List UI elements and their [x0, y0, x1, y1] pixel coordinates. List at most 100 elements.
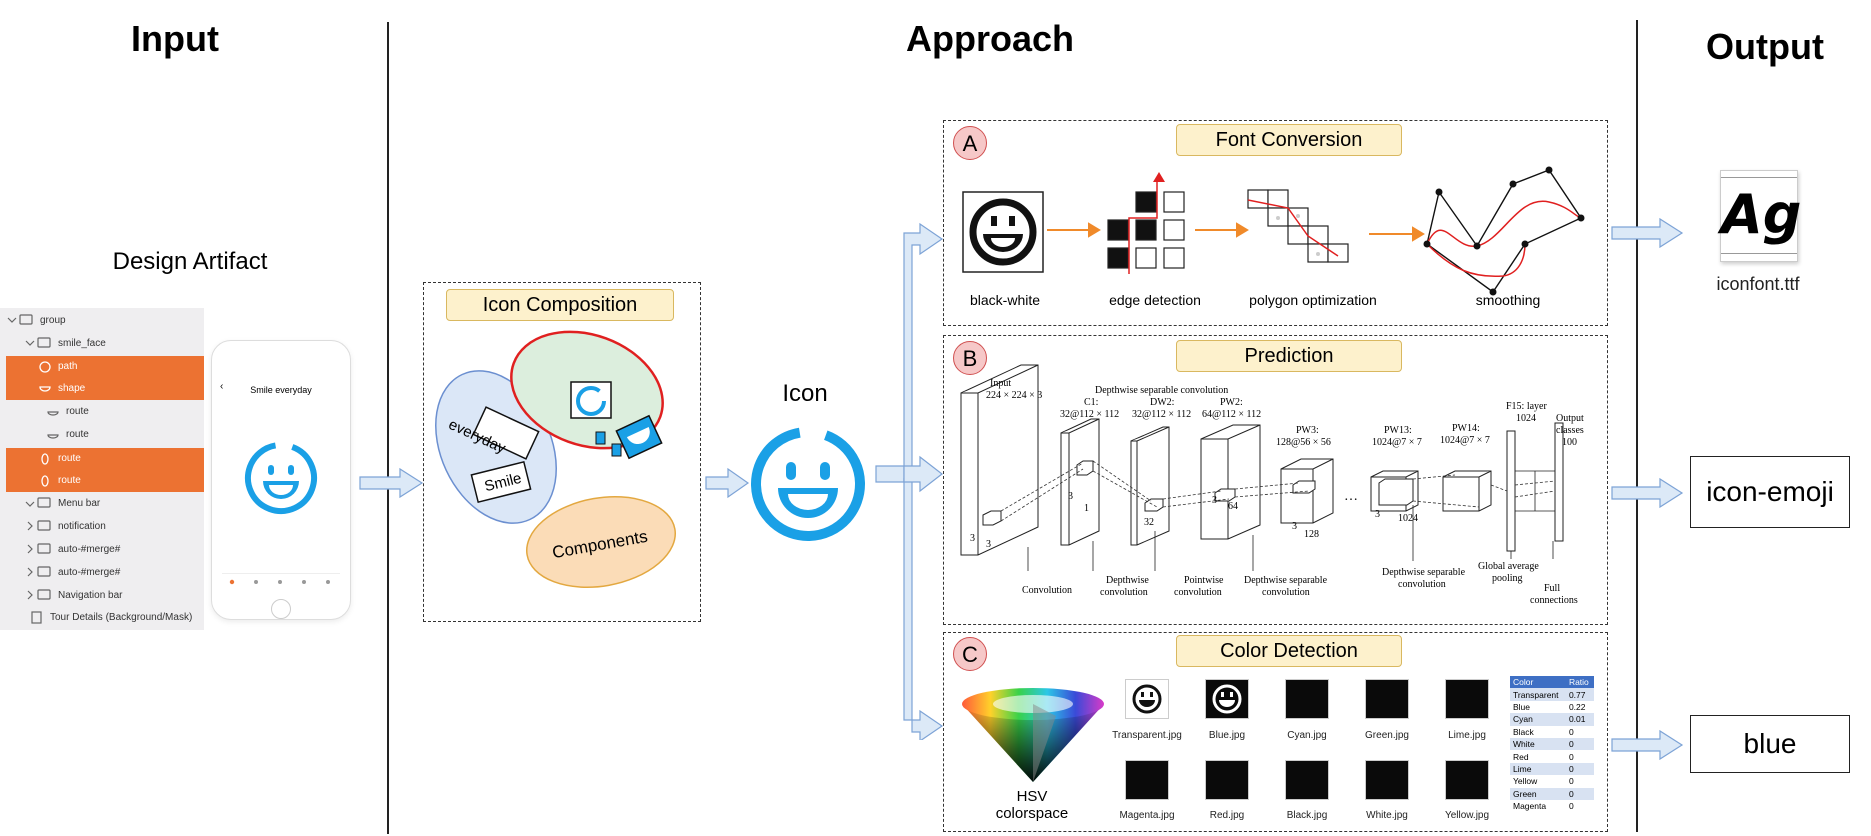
- table-cell: 0: [1568, 801, 1574, 812]
- arrow-to-font-output: [1611, 217, 1684, 249]
- icon-composition-title: Icon Composition: [446, 289, 674, 321]
- table-cell: 0.77: [1568, 689, 1586, 700]
- white-image-tile: [1365, 760, 1409, 800]
- cnn-label: Depthwise separable convolution: [1095, 385, 1229, 396]
- layer-row-selected[interactable]: path: [6, 356, 204, 378]
- layer-row[interactable]: group: [40, 315, 66, 326]
- image-caption: Lime.jpg: [1448, 730, 1486, 741]
- table-cell: Green: [1513, 788, 1537, 799]
- cnn-label: convolution: [1262, 587, 1310, 598]
- output-column-title: Output: [1706, 26, 1824, 67]
- cnn-label: 3: [1292, 521, 1297, 532]
- cnn-label: 1024@7 × 7: [1372, 437, 1422, 448]
- table-cell: Lime: [1513, 763, 1532, 774]
- layer-row[interactable]: route: [66, 429, 89, 440]
- back-chevron-icon[interactable]: ‹: [220, 381, 224, 392]
- table-cell: 0: [1568, 776, 1574, 787]
- cnn-label: 100: [1562, 437, 1577, 448]
- phone-title: Smile everyday: [250, 385, 312, 395]
- cnn-label: pooling: [1492, 573, 1523, 584]
- image-caption: Transparent.jpg: [1112, 730, 1182, 741]
- cnn-label: 3: [970, 533, 975, 544]
- cnn-label: 3: [986, 539, 991, 550]
- layer-row-selected[interactable]: route: [6, 470, 204, 492]
- cnn-label: connections: [1530, 595, 1578, 606]
- table-cell: Transparent: [1513, 689, 1559, 700]
- image-caption: Red.jpg: [1209, 810, 1245, 821]
- panel-a-badge: A: [953, 126, 987, 160]
- table-cell: 0.22: [1568, 701, 1586, 712]
- phone-mockup: Smile everyday ‹: [211, 340, 351, 620]
- input-divider: [387, 22, 389, 834]
- cnn-label: F15: layer: [1506, 401, 1547, 412]
- layer-row[interactable]: notification: [58, 521, 106, 532]
- table-header: Ratio: [1568, 677, 1589, 688]
- arrow-to-label-output: [1611, 477, 1684, 509]
- table-cell: 0: [1568, 739, 1574, 750]
- cnn-label: 32@112 × 112: [1132, 409, 1192, 420]
- icon-label: Icon: [782, 380, 828, 407]
- table-header: Color: [1513, 677, 1534, 688]
- panel-b-title: Prediction: [1176, 340, 1402, 372]
- cnn-label: convolution: [1398, 579, 1446, 590]
- red-image-tile: [1205, 760, 1249, 800]
- approach-column-title: Approach: [905, 18, 1074, 59]
- step-edge-detection: edge detection: [1109, 292, 1201, 308]
- cnn-label: DW2:: [1150, 397, 1175, 408]
- layer-row[interactable]: smile_face: [58, 338, 106, 349]
- cnn-label: Output: [1556, 413, 1584, 424]
- table-cell: 0: [1568, 726, 1574, 737]
- image-caption: Cyan.jpg: [1287, 730, 1327, 741]
- hsv-cone-illustration: [962, 688, 1104, 782]
- cnn-label: PW3:: [1296, 425, 1319, 436]
- home-button[interactable]: [271, 599, 291, 619]
- cnn-label: Convolution: [1022, 585, 1073, 596]
- smile-face-icon: [245, 442, 317, 514]
- black-image-tile: [1285, 760, 1329, 800]
- cnn-label: Global average: [1478, 561, 1539, 572]
- cnn-label: Depthwise separable: [1244, 575, 1328, 586]
- arrow-to-icon: [705, 467, 750, 499]
- cnn-label: 1024: [1516, 413, 1536, 424]
- table-cell: 0: [1568, 763, 1574, 774]
- color-output-box: blue: [1690, 715, 1850, 773]
- smile-face-icon: [751, 426, 865, 541]
- image-caption: Blue.jpg: [1208, 730, 1246, 741]
- table-cell: Magenta: [1513, 801, 1547, 812]
- cnn-label: classes: [1556, 425, 1584, 436]
- input-column-title: Input: [131, 18, 219, 59]
- cnn-label: Pointwise: [1184, 575, 1224, 586]
- layer-row[interactable]: route: [66, 406, 89, 417]
- font-glyph-sample: Ag: [1721, 183, 1802, 246]
- layer-row-selected[interactable]: route: [6, 448, 204, 470]
- font-file-icon: Ag: [1720, 170, 1802, 262]
- layer-row[interactable]: auto-#merge#: [58, 544, 121, 555]
- layer-row[interactable]: Menu bar: [58, 498, 101, 509]
- cyan-image-tile: [1285, 679, 1329, 719]
- step-black-white: black-white: [969, 292, 1041, 308]
- hsv-label-line2: colorspace: [995, 805, 1069, 822]
- cnn-label: 1: [1084, 503, 1089, 514]
- phone-tab-bar[interactable]: [222, 573, 340, 588]
- transparent-image-tile: [1125, 679, 1169, 719]
- arrow-to-composition: [359, 467, 424, 499]
- cnn-label: convolution: [1174, 587, 1222, 598]
- blue-image-tile: [1205, 679, 1249, 719]
- step-smoothing: smoothing: [1475, 292, 1541, 308]
- layer-row[interactable]: Tour Details (Background/Mask): [50, 612, 193, 623]
- panel-b-prediction: [943, 335, 1608, 625]
- hsv-label-line1: HSV: [1016, 788, 1048, 805]
- cnn-label: 3: [1375, 509, 1380, 520]
- green-image-tile: [1365, 679, 1409, 719]
- layer-row[interactable]: Navigation bar: [58, 590, 123, 601]
- cnn-label: 224 × 224 × 3: [986, 390, 1043, 401]
- image-caption: Yellow.jpg: [1444, 810, 1490, 821]
- cnn-label: 32: [1144, 517, 1154, 528]
- layer-panel: group smile_face path shape route route …: [0, 308, 204, 630]
- cnn-label-layer: Depthwise separable convolution C1: 32@1…: [942, 335, 1607, 625]
- layer-row[interactable]: auto-#merge#: [58, 567, 121, 578]
- cnn-label: PW13:: [1384, 425, 1412, 436]
- layer-row-selected[interactable]: shape: [6, 378, 204, 400]
- lime-image-tile: [1445, 679, 1489, 719]
